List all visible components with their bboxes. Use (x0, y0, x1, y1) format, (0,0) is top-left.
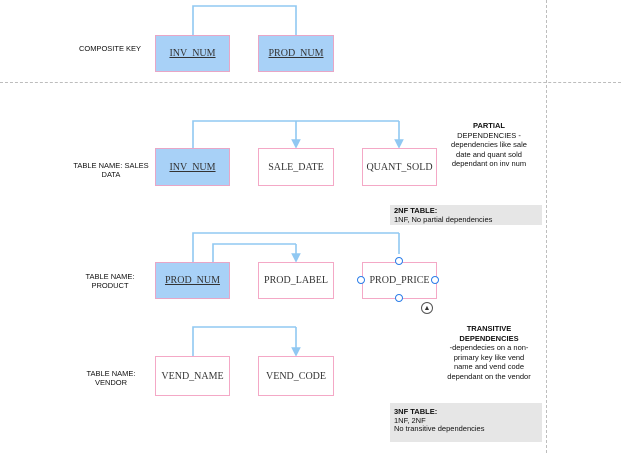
vendor-vend-code-text: VEND_CODE (266, 370, 326, 382)
sales-inv-num-text: INV_NUM (169, 161, 216, 173)
nf3-title: 3NF TABLE: (394, 407, 438, 416)
composite-inv-num-text: INV_NUM (169, 48, 216, 59)
partial-note-body: DEPENDENCIES -dependencies like sale dat… (451, 130, 527, 169)
move-up-icon[interactable]: ▲ (421, 302, 433, 314)
product-prod-num-box[interactable]: PROD_NUM (155, 262, 230, 299)
composite-prod-num-box[interactable]: PROD_NUM (258, 35, 334, 72)
nf3-callout: 3NF TABLE: 1NF, 2NF No transitive depend… (390, 403, 542, 442)
sales-connector (192, 120, 399, 148)
vendor-table-label: TABLE NAME: VENDOR (86, 369, 136, 387)
sales-inv-num-box[interactable]: INV_NUM (155, 148, 230, 186)
sales-table-label: TABLE NAME: SALES DATA (73, 161, 149, 179)
sales-quant-sold-box[interactable]: QUANT_SOLD (362, 148, 437, 186)
nf2-title: 2NF TABLE: (394, 206, 438, 215)
product-prod-num-text: PROD_NUM (164, 275, 220, 286)
composite-inv-num-box[interactable]: INV_NUM (155, 35, 230, 72)
vendor-vend-name-text: VEND_NAME (161, 370, 224, 382)
vendor-vend-code-box[interactable]: VEND_CODE (258, 356, 334, 396)
resize-handle-bottom[interactable] (395, 294, 403, 302)
sales-quant-sold-text: QUANT_SOLD (366, 161, 433, 173)
page-edge-guide (546, 0, 547, 453)
product-table-label: TABLE NAME: PRODUCT (85, 272, 135, 290)
resize-handle-left[interactable] (357, 276, 365, 284)
product-prod-label-box[interactable]: PROD_LABEL (258, 262, 334, 299)
partial-note-title: PARTIAL (473, 121, 505, 130)
nf2-body: 1NF, No partial dependencies (394, 214, 493, 224)
nf3-line2: No transitive dependencies (394, 424, 485, 433)
sales-sale-date-box[interactable]: SALE_DATE (258, 148, 334, 186)
resize-handle-right[interactable] (431, 276, 439, 284)
nf3-line1: 1NF, 2NF (394, 415, 426, 425)
vendor-connector (192, 326, 296, 356)
transitive-dependencies-note: TRANSITIVE DEPENDENCIES -dependecies on … (446, 324, 532, 381)
resize-handle-top[interactable] (395, 257, 403, 265)
composite-connector (192, 5, 297, 35)
partial-dependencies-note: PARTIAL DEPENDENCIES -dependencies like … (448, 121, 530, 169)
transitive-note-body: -dependecies on a non-primary key like v… (447, 343, 531, 381)
product-prod-price-text: PROD_PRICE (369, 275, 430, 286)
product-connector-inner (212, 243, 296, 262)
vendor-vend-name-box[interactable]: VEND_NAME (155, 356, 230, 396)
product-prod-price-box[interactable]: PROD_PRICE (362, 262, 437, 299)
nf2-callout: 2NF TABLE: 1NF, No partial dependencies (390, 205, 542, 225)
section-divider (0, 82, 621, 83)
sales-sale-date-text: SALE_DATE (268, 161, 324, 173)
composite-prod-num-text: PROD_NUM (268, 48, 324, 59)
product-connector-outer (192, 232, 399, 262)
product-prod-label-text: PROD_LABEL (264, 275, 328, 286)
composite-key-label: COMPOSITE KEY (78, 44, 142, 53)
transitive-note-title: TRANSITIVE DEPENDENCIES (459, 324, 519, 343)
